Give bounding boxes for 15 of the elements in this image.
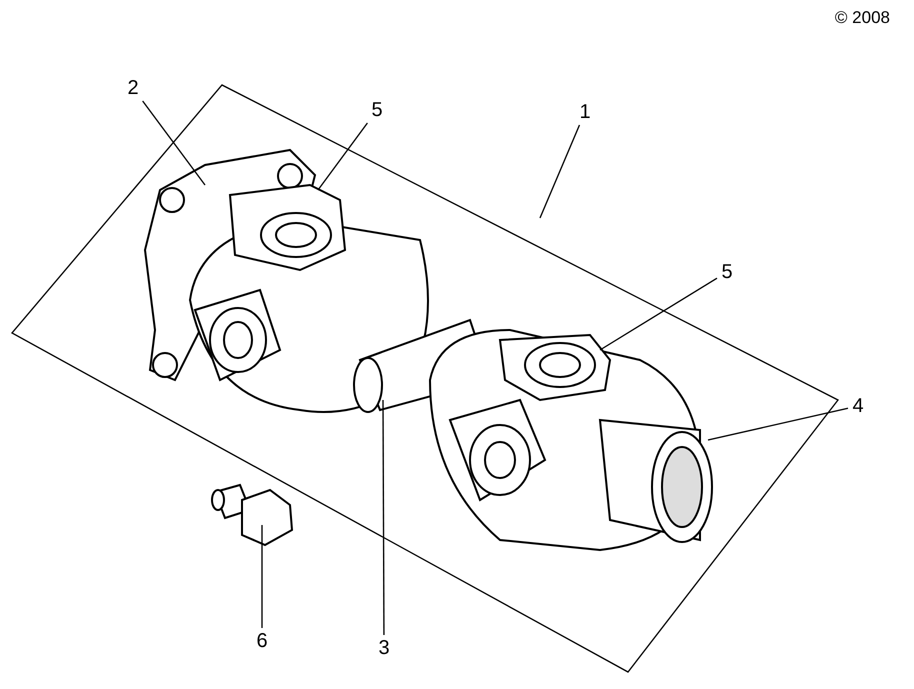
leader-line — [317, 122, 368, 190]
leader-line — [708, 408, 848, 441]
callout-number: 5 — [369, 99, 385, 121]
callout-number: 1 — [577, 101, 593, 123]
callout-number: 2 — [125, 77, 141, 99]
leader-line — [261, 525, 263, 628]
callout-number: 6 — [254, 630, 270, 652]
leader-line — [600, 278, 718, 351]
leader-line — [382, 400, 385, 635]
callout-number: 4 — [850, 395, 866, 417]
callout-number: 3 — [376, 637, 392, 659]
callout-number: 5 — [719, 261, 735, 283]
copyright-note: © 2008 — [834, 8, 890, 28]
leader-line — [142, 100, 206, 186]
leader-line — [539, 124, 580, 218]
